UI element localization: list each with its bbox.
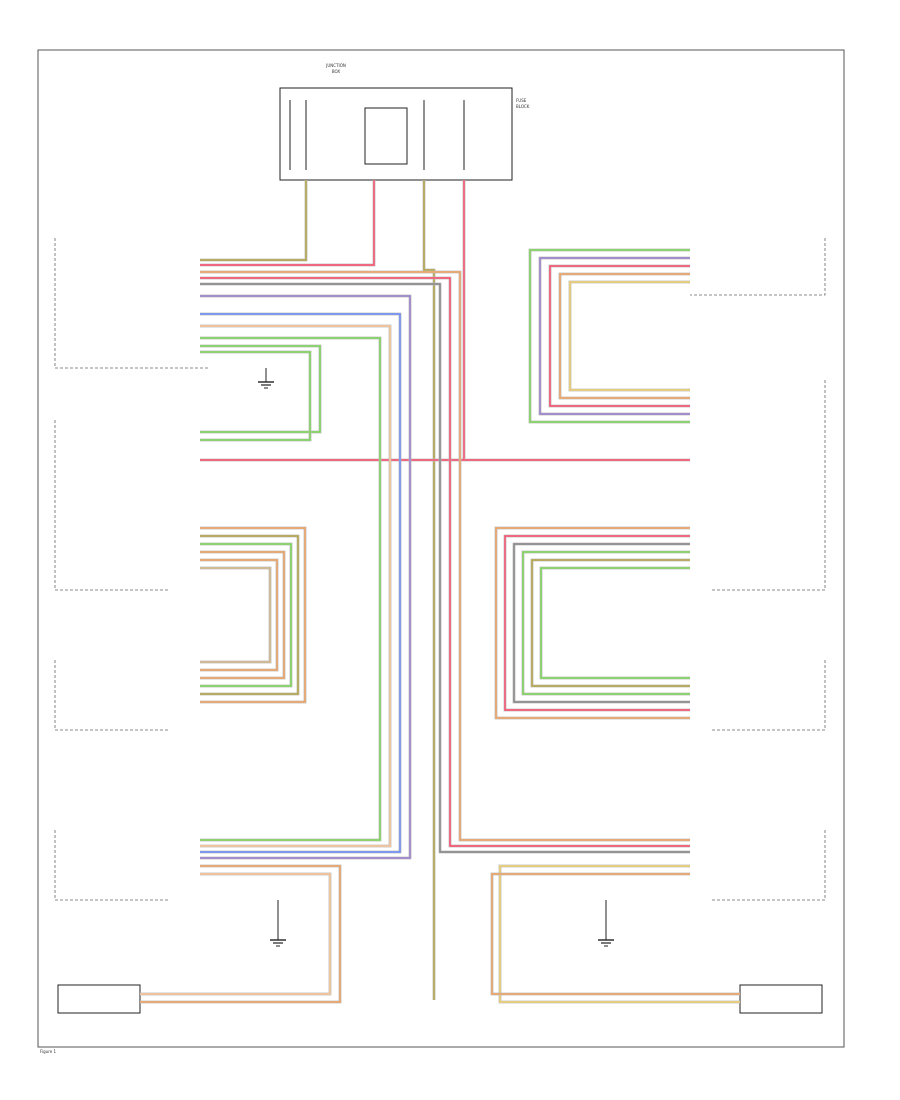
wire-door-r-2 (504, 535, 690, 711)
wire-rear-l-1 (140, 865, 341, 1003)
module-outlines (54, 238, 826, 1014)
wire-door-r-1-outline (494, 526, 690, 720)
wire-left-orange-1-outline (200, 270, 690, 842)
wire-rear-l-1-outline (140, 864, 342, 1004)
wire-door-r-1 (495, 527, 690, 719)
wire-left-pink-1 (200, 277, 690, 847)
wire-left-blue-outline (200, 312, 402, 854)
wire-right-purple (539, 257, 690, 415)
wire-left-green-2-outline (200, 344, 322, 434)
wire-door-l-4 (200, 551, 285, 679)
wire-door-r-5 (531, 559, 690, 687)
wire-door-l-6-outline (200, 566, 272, 664)
wire-trunk-olive-2 (423, 180, 435, 1000)
wire-right-yellow-outline (568, 280, 690, 392)
wire-right-yellow (569, 281, 690, 391)
wire-trunk-pink (200, 180, 375, 266)
wire-door-r-6-outline (539, 566, 690, 680)
wire-door-r-5-outline (530, 558, 690, 688)
junction-box-note-2: BLOCK (516, 104, 530, 109)
wire-trunk-olive-outline (200, 180, 308, 262)
wire-rear-l-2-outline (140, 872, 332, 996)
wire-door-l-1-outline (200, 526, 307, 704)
wire-rear-l-2 (140, 873, 331, 995)
wire-group (140, 180, 740, 1004)
wire-door-r-6 (540, 567, 690, 679)
wire-rear-r-1-outline (498, 864, 740, 1004)
wire-left-orange-1 (200, 271, 690, 841)
wire-rear-r-1 (499, 865, 740, 1003)
wire-left-peach (200, 325, 391, 847)
wire-trunk-pink-outline (200, 180, 376, 267)
ground-symbols (258, 368, 614, 947)
wire-trunk-olive-2-outline (422, 180, 436, 1000)
wire-door-r-3 (513, 543, 690, 703)
wire-right-green (529, 249, 690, 423)
junction-box-title: JUNCTION (325, 63, 346, 68)
wire-left-gray-1 (200, 283, 690, 853)
wire-left-green-3 (200, 351, 311, 441)
wire-right-orange-outline (558, 272, 690, 400)
wire-left-blue (200, 313, 401, 853)
wire-trunk-olive (200, 180, 307, 261)
wire-door-r-4 (522, 551, 690, 695)
rear-left-module-box (57, 984, 141, 1014)
wire-rear-r-2 (491, 873, 740, 995)
wire-left-purple (200, 295, 411, 859)
wire-right-green-outline (528, 248, 690, 424)
wire-rear-r-2-outline (490, 872, 740, 996)
wire-right-pink (549, 265, 690, 407)
wire-left-green-3-outline (200, 350, 312, 442)
wire-door-l-5-outline (200, 558, 279, 672)
wire-door-l-5 (200, 559, 278, 671)
diagram-frame (37, 49, 845, 1048)
figure-footnote: Figure 1 (40, 1049, 56, 1054)
wire-door-l-2 (200, 535, 299, 695)
wire-left-green (200, 337, 381, 841)
wire-left-peach-outline (200, 324, 392, 848)
junction-box-subtitle: BOX (332, 69, 341, 74)
junction-box-note-1: FUSE (516, 98, 527, 103)
rear-right-module-box (739, 984, 823, 1014)
top-junction-box: JUNCTION BOX FUSE BLOCK (279, 63, 530, 181)
wire-left-green-2 (200, 345, 321, 433)
wire-door-l-6 (200, 567, 271, 663)
wire-left-pink-1-outline (200, 276, 690, 848)
wire-door-l-3 (200, 543, 292, 687)
wire-right-orange (559, 273, 690, 399)
wire-door-r-4-outline (521, 550, 690, 696)
wire-door-l-1 (200, 527, 306, 703)
